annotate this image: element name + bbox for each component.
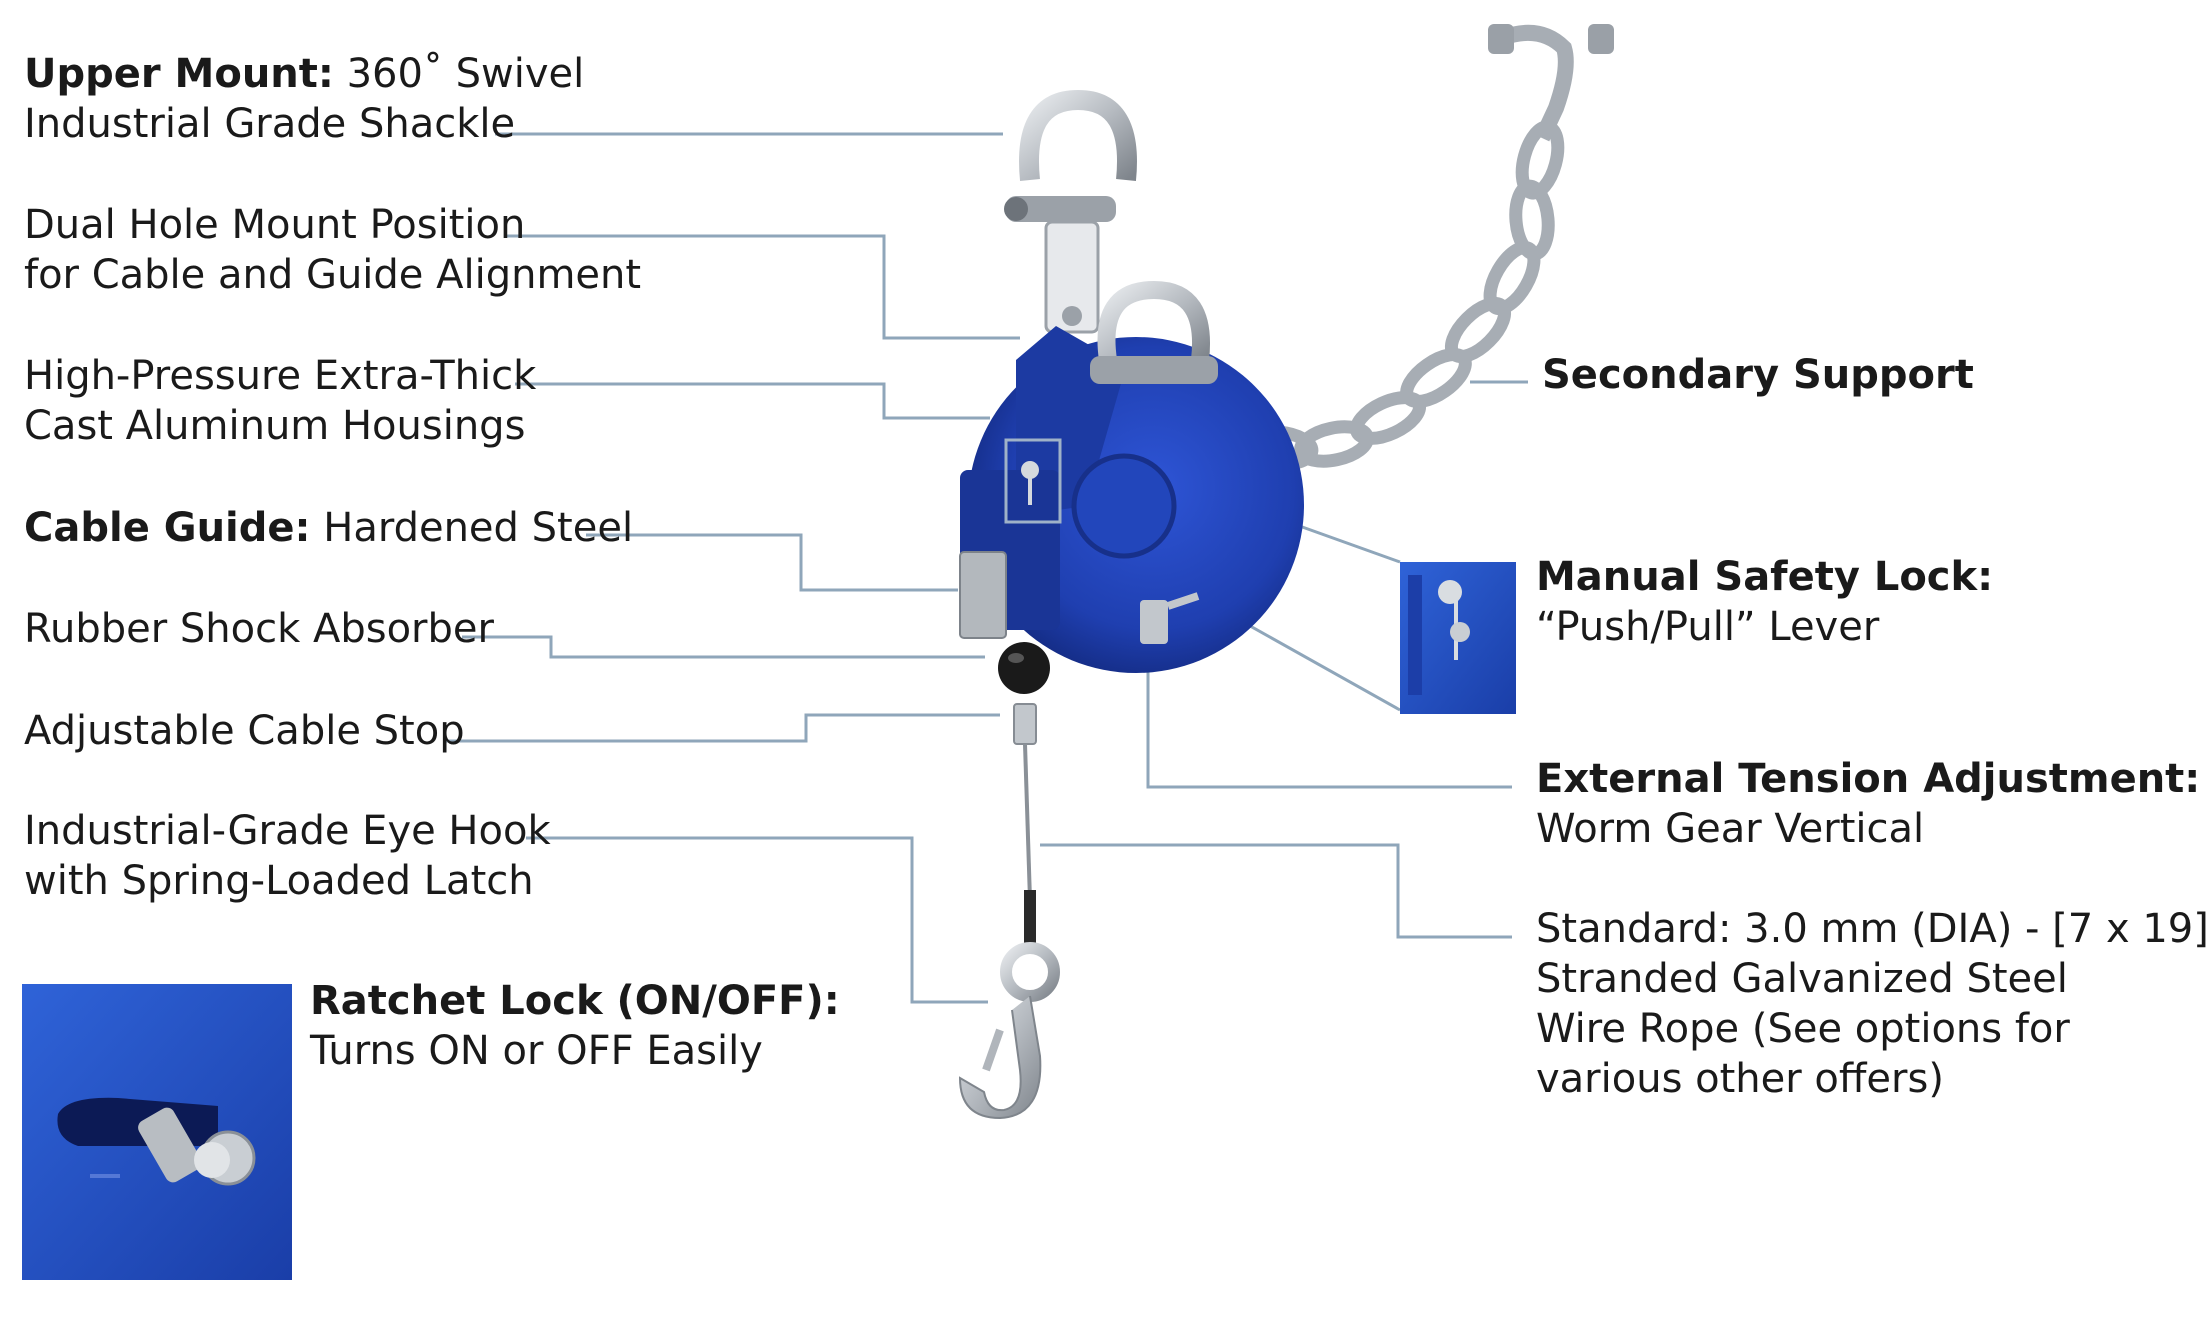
label-tension-line2: Worm Gear Vertical bbox=[1536, 806, 1925, 852]
label-tension-bold: External Tension Adjustment: bbox=[1536, 756, 2201, 802]
label-dual-hole: Dual Hole Mount Position for Cable and G… bbox=[24, 200, 641, 300]
label-ratchet-lock: Ratchet Lock (ON/OFF): Turns ON or OFF E… bbox=[310, 976, 840, 1076]
label-ratchet-lock-line2: Turns ON or OFF Easily bbox=[310, 1028, 763, 1074]
label-cable-guide-bold: Cable Guide: bbox=[24, 505, 311, 551]
label-eye-hook-line1: Industrial-Grade Eye Hook bbox=[24, 808, 551, 854]
label-manual-lock-line2: “Push/Pull” Lever bbox=[1536, 604, 1880, 650]
label-wire-rope-line3: Wire Rope (See options for bbox=[1536, 1006, 2070, 1052]
label-shock-absorber: Rubber Shock Absorber bbox=[24, 604, 494, 654]
leader-wire-rope bbox=[1040, 843, 1512, 939]
label-eye-hook-line2: with Spring-Loaded Latch bbox=[24, 858, 534, 904]
label-wire-rope-line1: Standard: 3.0 mm (DIA) - [7 x 19] bbox=[1536, 906, 2209, 952]
leader-tension bbox=[1146, 660, 1512, 789]
leader-shock bbox=[462, 635, 985, 659]
label-housing-line1: High-Pressure Extra-Thick bbox=[24, 353, 537, 399]
leader-cable-guide bbox=[586, 533, 958, 592]
label-upper-mount-text: 360˚ Swivel bbox=[333, 51, 585, 97]
leader-eye-hook bbox=[526, 836, 988, 1004]
label-upper-mount: Upper Mount: 360˚ Swivel Industrial Grad… bbox=[24, 49, 584, 149]
label-cable-guide: Cable Guide: Hardened Steel bbox=[24, 503, 633, 553]
label-secondary-support: Secondary Support bbox=[1542, 350, 1974, 400]
label-cable-stop: Adjustable Cable Stop bbox=[24, 706, 465, 756]
leader-housing bbox=[515, 382, 990, 420]
label-shock-absorber-line1: Rubber Shock Absorber bbox=[24, 606, 494, 652]
label-eye-hook: Industrial-Grade Eye Hook with Spring-Lo… bbox=[24, 806, 551, 906]
label-ratchet-lock-bold: Ratchet Lock (ON/OFF): bbox=[310, 978, 840, 1024]
label-dual-hole-line2: for Cable and Guide Alignment bbox=[24, 252, 642, 298]
inset-ratchet-lock bbox=[22, 984, 292, 1280]
label-cable-stop-line1: Adjustable Cable Stop bbox=[24, 708, 465, 754]
label-wire-rope-line4: various other offers) bbox=[1536, 1056, 1944, 1102]
label-manual-lock-bold: Manual Safety Lock: bbox=[1536, 554, 1994, 600]
balancer-illustration bbox=[958, 89, 1304, 1120]
leader-cable-stop bbox=[446, 713, 1000, 743]
label-housing: High-Pressure Extra-Thick Cast Aluminum … bbox=[24, 351, 536, 451]
leader-dual-hole bbox=[505, 234, 1020, 340]
label-secondary-support-bold: Secondary Support bbox=[1542, 352, 1974, 398]
label-dual-hole-line1: Dual Hole Mount Position bbox=[24, 202, 526, 248]
label-upper-mount-line2: Industrial Grade Shackle bbox=[24, 101, 516, 147]
label-wire-rope-line2: Stranded Galvanized Steel bbox=[1536, 956, 2068, 1002]
label-upper-mount-bold: Upper Mount: bbox=[24, 51, 334, 97]
label-manual-lock: Manual Safety Lock: “Push/Pull” Lever bbox=[1536, 552, 1993, 652]
diagram-canvas bbox=[22, 24, 1614, 1280]
label-cable-guide-text: Hardened Steel bbox=[310, 505, 634, 551]
label-tension: External Tension Adjustment: Worm Gear V… bbox=[1536, 754, 2200, 854]
label-wire-rope: Standard: 3.0 mm (DIA) - [7 x 19] Strand… bbox=[1536, 904, 2209, 1104]
inset-manual-lock bbox=[1400, 562, 1516, 714]
leader-lines bbox=[446, 132, 1528, 1004]
label-housing-line2: Cast Aluminum Housings bbox=[24, 403, 526, 449]
